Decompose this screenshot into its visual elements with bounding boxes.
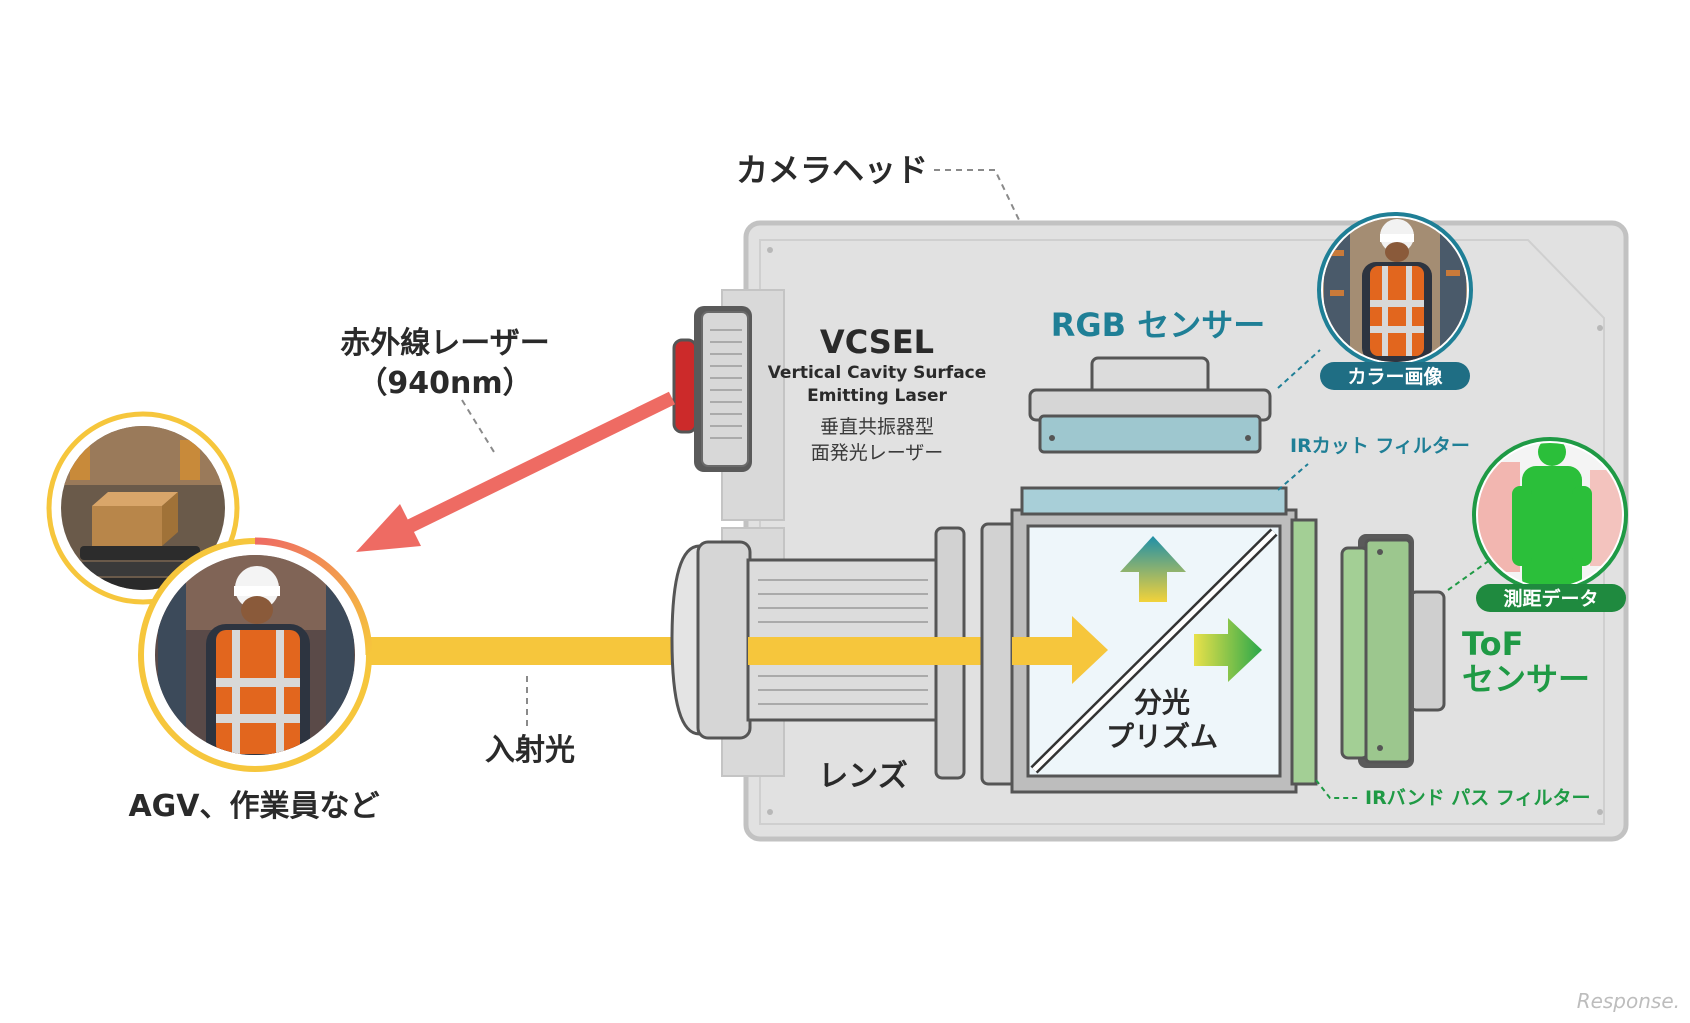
vcsel-title: VCSEL [820,323,934,361]
camera-head-label: カメラヘッド [736,151,928,189]
vcsel-japanese-line1: 垂直共振器型 [820,416,934,438]
ir-bandpass-filter [1290,518,1318,786]
incident-light-label: 入射光 [485,733,575,768]
tof-direction-arrow [1194,618,1262,682]
vcsel-japanese-line2: 面発光レーザー [811,442,944,464]
ir-bandpass-filter-label: IRバンド パス フィルター [1365,787,1591,809]
lens-label: レンズ [818,759,907,794]
rgb-sensor [1028,356,1272,454]
vcsel-english-line2: Emitting Laser [807,386,947,406]
response-watermark: Response. [1577,989,1680,1013]
incident-light-through-lens [748,637,988,665]
tof-sensor-label-line1: ToF [1462,625,1523,663]
distance-data-thumbnail [1472,437,1628,612]
ir-cut-filter-leader [1277,463,1309,491]
ir-laser-label-line2: （940nm） [357,366,532,401]
prism-label-line1: 分光 [1134,686,1190,719]
worker-thumbnail [138,537,373,772]
rgb-direction-arrow [1120,536,1186,602]
incident-arrow-head [1072,616,1108,684]
tof-sensor-label-line2: センサー [1462,660,1590,698]
infrared-laser-beam [356,391,676,552]
vcsel-english-line1: Vertical Cavity Surface [768,363,987,383]
ir-laser-leader [461,399,495,453]
color-image-label: カラー画像 [1347,365,1443,388]
camera-head-leader [934,169,1021,223]
agv-workers-label: AGV、作業員など [128,789,379,824]
lens-assembly [670,526,966,780]
distance-data-label: 測距データ [1503,587,1598,610]
vcsel-emitter [672,306,752,472]
prism-label-line2: プリズム [1106,720,1218,753]
incident-light-in-prism [1012,637,1074,665]
rgb-sensor-leader [1277,349,1321,389]
rgb-sensor-label: RGB センサー [1051,306,1265,344]
tof-sensor [1340,534,1446,768]
agv-thumbnail [46,411,240,605]
ir-cut-filter-label: IRカット フィルター [1290,435,1470,457]
color-image-thumbnail [1317,212,1473,390]
ir-bandpass-leader [1315,779,1360,799]
ir-cut-filter [1020,486,1288,516]
ir-laser-label-line1: 赤外線レーザー [340,326,549,361]
